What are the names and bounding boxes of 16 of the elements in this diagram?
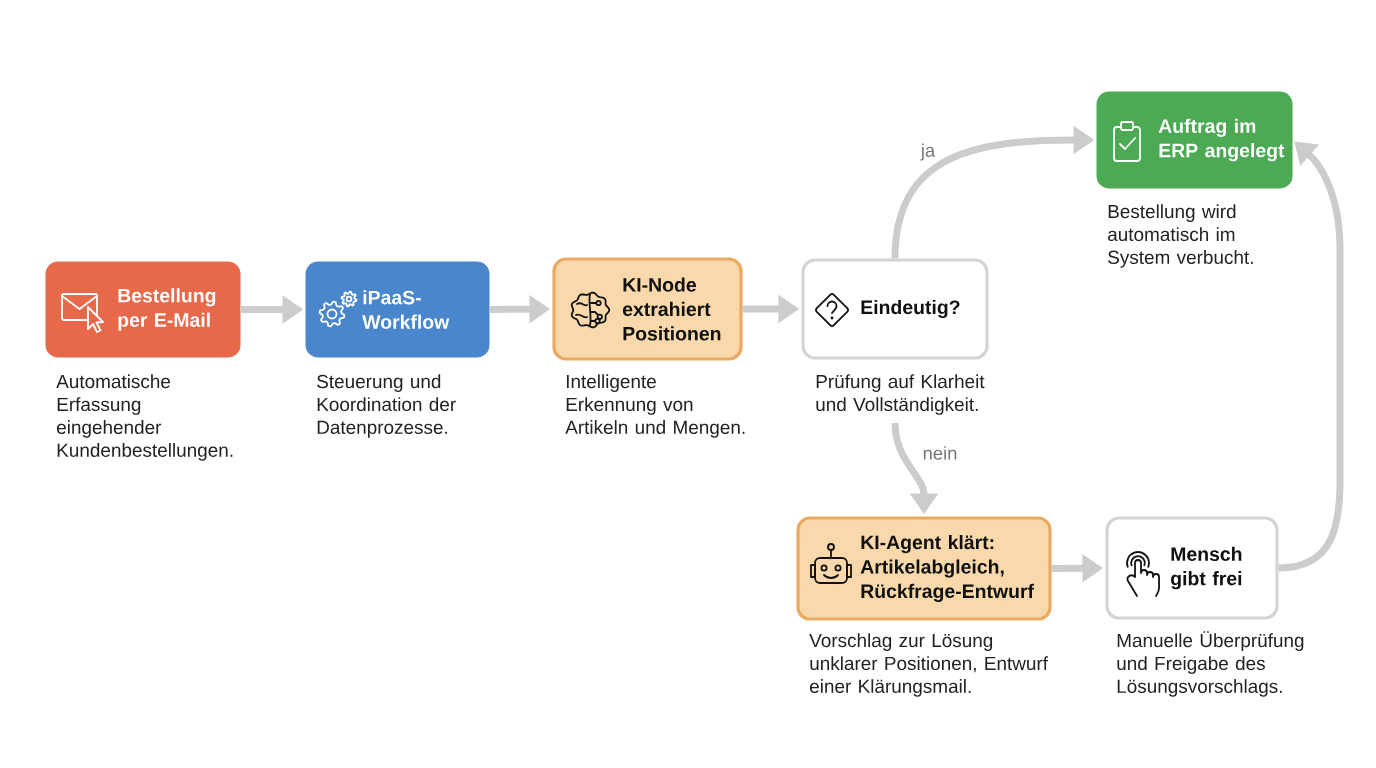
process-box: KI-Node extrahiert Positionen — [552, 257, 743, 361]
description-text: Manuelle Überprüfung und Freigabe des Lösungsvorschlags. — [1117, 631, 1304, 697]
description-text: Steuerung und Koordination der Datenprozesse. — [317, 374, 456, 438]
process-box: iPaaS-Workflow — [305, 261, 490, 358]
description-text: Automatische Erfassung eingehender Kundenbestellungen. — [56, 374, 233, 461]
process-box: Bestellung per E-Mail — [45, 261, 241, 358]
edge-label: ja — [918, 141, 938, 163]
description-text: Bestellung wird automatisch im System verbucht. — [1108, 204, 1253, 268]
description-text: Prüfung auf Klarheit und Vollständigkeit. — [816, 374, 985, 415]
process-box: KI-Agent klärt: Artikelabgleich, Rückfrage-Entwurf — [796, 516, 1052, 621]
description-text: Intelligente Erkennung von Artikeln und Mengen. — [565, 374, 745, 438]
edge-label: nein — [920, 444, 960, 462]
description-text: Vorschlag zur Lösung unklarer Positionen, Entwurf einer Klärungsmail. — [809, 633, 1048, 697]
process-box: Auftrag im ERP angelegt — [1096, 91, 1293, 189]
decision-box: Eindeutig? — [801, 258, 989, 360]
process-box: Mensch gibt frei — [1105, 516, 1279, 620]
